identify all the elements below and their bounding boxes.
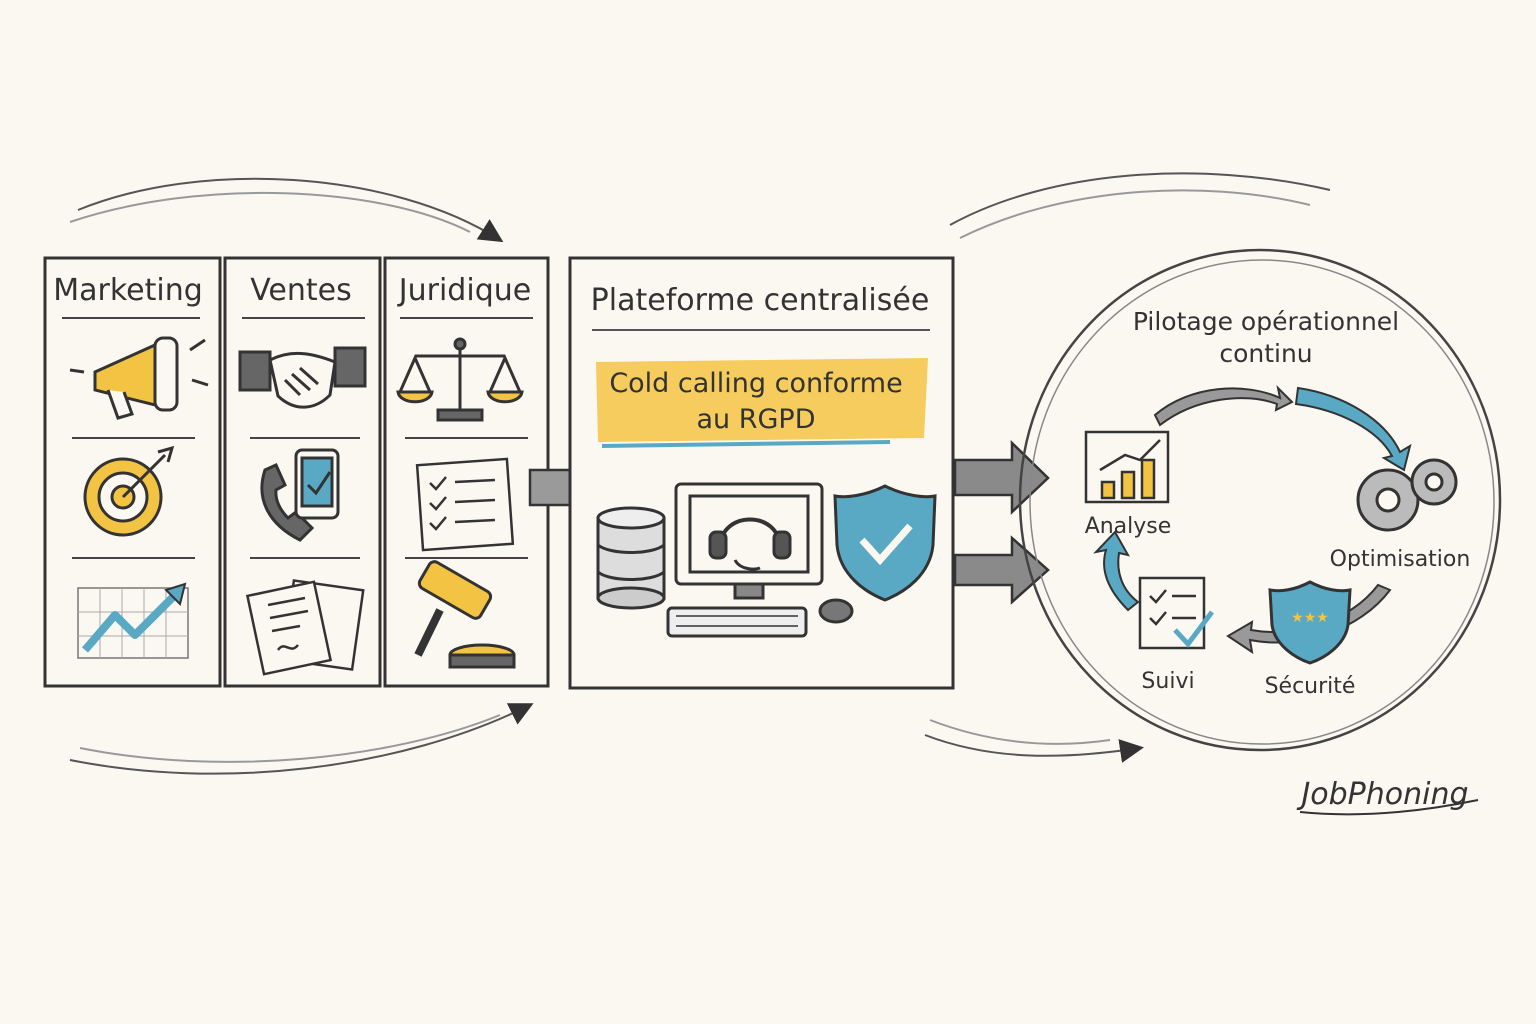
analyse-chart-icon [1084, 430, 1170, 504]
shield-check-icon [833, 484, 937, 602]
cycle-title-line2: continu [1219, 339, 1312, 368]
cycle-arrows [1093, 384, 1412, 655]
column-title-juridique: Juridique [397, 273, 531, 308]
growth-chart-icon [77, 582, 189, 659]
suivi-checklist-icon [1138, 576, 1214, 650]
scales-icon [396, 337, 524, 422]
cycle-step-analyse: Analyse [1085, 514, 1172, 539]
cycle-step-securite: Sécurité [1265, 674, 1356, 699]
checklist-icon [415, 457, 515, 552]
target-icon [83, 445, 175, 537]
megaphone-icon [69, 336, 209, 420]
sweep-arrow-top-left [77, 177, 504, 243]
column-title-ventes: Ventes [250, 273, 352, 308]
phone-icon [260, 448, 340, 542]
database-icon [596, 506, 666, 610]
sweep-arrow-bottom-right [924, 734, 1144, 763]
security-shield-icon: ★★★ [1268, 580, 1352, 665]
highlight-band [596, 358, 928, 442]
cycle-circle [1018, 248, 1502, 752]
contract-icon [245, 579, 365, 676]
svg-text:★★★: ★★★ [1291, 610, 1329, 626]
sweep-arrow-bottom-left [69, 703, 534, 775]
platform-highlight-line1: Cold calling conforme [609, 368, 902, 399]
handshake-icon [238, 346, 367, 409]
platform-highlight-line2: au RGPD [697, 404, 816, 435]
cycle-step-suivi: Suivi [1141, 669, 1194, 694]
highlight-underline [601, 440, 891, 448]
cycle-title-line1: Pilotage opérationnel [1133, 307, 1399, 336]
gears-icon [1356, 458, 1458, 532]
sweep-arrow-top-right [949, 172, 1331, 226]
cycle-step-optimisation: Optimisation [1330, 547, 1471, 572]
computer-headset-icon [666, 482, 854, 638]
flow-arrows-to-cycle [953, 440, 1050, 605]
column-title-marketing: Marketing [53, 273, 203, 308]
sweep-arrows [69, 172, 1331, 775]
gavel-icon [414, 560, 516, 669]
platform-title: Plateforme centralisée [591, 283, 930, 318]
